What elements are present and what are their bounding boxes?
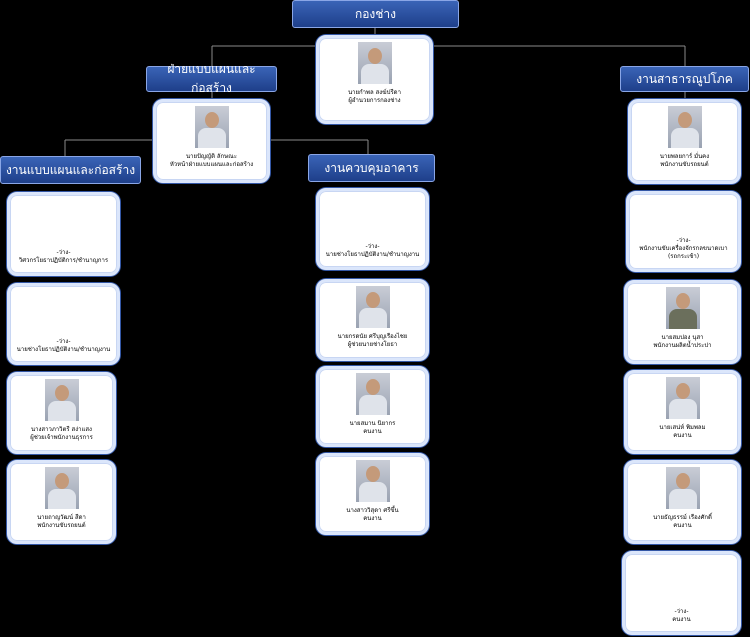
building-card-4-position: คนงาน bbox=[363, 515, 382, 522]
utility-card-2-position-line2: (รถกระเช้า) bbox=[667, 253, 700, 260]
utility-card-6-name: -ว่าง- bbox=[674, 608, 689, 615]
design-card-3: นางสาวภาวิตรี สง่าแสง ผู้ช่วยเจ้าพนักงาน… bbox=[7, 372, 116, 454]
left-head-name: นายปัญญัติ ลักษณะ bbox=[186, 153, 237, 160]
design-card-1: -ว่าง- วิศวกรโยธาปฏิบัติการ/ชำนาญการ bbox=[7, 192, 120, 276]
building-card-2-position: ผู้ช่วยนายช่างโยธา bbox=[347, 341, 398, 348]
utility-card-3: นายสมปอง นุสา พนักงานผลิตน้ำประปา bbox=[624, 280, 741, 364]
utility-card-3-photo bbox=[665, 287, 700, 329]
utility-card-4-position: คนงาน bbox=[673, 432, 692, 439]
utility-card-1: นายพลยการ์ มั่นคง พนักงานขับรถยนต์ bbox=[628, 99, 741, 184]
utility-card-4: นายเสน่ห์ พิมพลม คนงาน bbox=[624, 370, 741, 454]
design-card-3-name: นางสาวภาวิตรี สง่าแสง bbox=[31, 426, 92, 433]
utility-card-2: -ว่าง- พนักงานขับเครื่องจักรกลขนาดเบา (ร… bbox=[626, 191, 741, 272]
building-card-1-position: นายช่างโยธาปฏิบัติงาน/ชำนาญงาน bbox=[325, 251, 420, 258]
division-left-title: ฝ่ายแบบแผนและก่อสร้าง bbox=[146, 62, 277, 95]
director-photo bbox=[357, 42, 392, 84]
left-head-card: นายปัญญัติ ลักษณะ หัวหน้าฝ่ายแบบแผนและก่… bbox=[153, 99, 270, 183]
building-card-2-name: นายกรดนัย ศรีบุญเรืองไชย bbox=[337, 333, 408, 340]
building-card-3-photo bbox=[355, 373, 390, 415]
left-head-position: หัวหน้าฝ่ายแบบแผนและก่อสร้าง bbox=[169, 161, 254, 168]
building-card-4-photo bbox=[355, 460, 390, 502]
design-card-2-name: -ว่าง- bbox=[56, 338, 71, 345]
design-card-4: นายถาญวัฒน์ สีดา พนักงานขับรถยนต์ bbox=[7, 460, 116, 544]
utility-card-1-position: พนักงานขับรถยนต์ bbox=[660, 161, 709, 168]
utility-card-6-position: คนงาน bbox=[672, 616, 691, 623]
utility-card-4-photo bbox=[665, 377, 700, 419]
building-card-3-name: นายสมาน นิยากร bbox=[349, 420, 396, 427]
director-name: นายกำพล สงฆ์ปรีดา bbox=[348, 89, 401, 96]
utility-card-5-photo bbox=[665, 467, 700, 509]
utility-card-6: -ว่าง- คนงาน bbox=[622, 551, 741, 635]
building-card-2-photo bbox=[355, 286, 390, 328]
utility-card-5: นายธัญธรรม์ เรืองศักดิ์ คนงาน bbox=[624, 460, 741, 544]
section-design-title: งานแบบแผนและก่อสร้าง bbox=[0, 156, 141, 184]
director-position: ผู้อำนวยการกองช่าง bbox=[348, 97, 401, 104]
utility-card-2-name: -ว่าง- bbox=[676, 237, 691, 244]
building-card-1: -ว่าง- นายช่างโยธาปฏิบัติงาน/ชำนาญงาน bbox=[316, 188, 429, 270]
utility-card-3-position: พนักงานผลิตน้ำประปา bbox=[653, 342, 712, 349]
utility-card-5-position: คนงาน bbox=[673, 522, 692, 529]
utility-card-1-name: นายพลยการ์ มั่นคง bbox=[659, 153, 710, 160]
design-card-2-position: นายช่างโยธาปฏิบัติงาน/ชำนาญงาน bbox=[16, 346, 111, 353]
design-card-1-name: -ว่าง- bbox=[56, 249, 71, 256]
building-card-3: นายสมาน นิยากร คนงาน bbox=[316, 366, 429, 447]
utility-card-4-name: นายเสน่ห์ พิมพลม bbox=[659, 424, 706, 431]
design-card-2: -ว่าง- นายช่างโยธาปฏิบัติงาน/ชำนาญงาน bbox=[7, 283, 120, 365]
division-right-title: งานสาธารณูปโภค bbox=[620, 66, 749, 92]
page-title: กองช่าง bbox=[292, 0, 459, 28]
design-card-4-position: พนักงานขับรถยนต์ bbox=[37, 522, 86, 529]
building-card-3-position: คนงาน bbox=[363, 428, 382, 435]
design-card-4-name: นายถาญวัฒน์ สีดา bbox=[37, 514, 86, 521]
design-card-3-photo bbox=[44, 379, 79, 421]
design-card-3-position: ผู้ช่วยเจ้าพนักงานธุรการ bbox=[30, 434, 93, 441]
director-card: นายกำพล สงฆ์ปรีดา ผู้อำนวยการกองช่าง bbox=[316, 35, 433, 124]
building-card-1-name: -ว่าง- bbox=[365, 243, 380, 250]
utility-card-1-photo bbox=[667, 106, 702, 148]
utility-card-3-name: นายสมปอง นุสา bbox=[661, 334, 704, 341]
building-card-2: นายกรดนัย ศรีบุญเรืองไชย ผู้ช่วยนายช่างโ… bbox=[316, 279, 429, 361]
utility-card-5-name: นายธัญธรรม์ เรืองศักดิ์ bbox=[653, 514, 712, 521]
design-card-1-position: วิศวกรโยธาปฏิบัติการ/ชำนาญการ bbox=[18, 257, 109, 264]
section-building-title: งานควบคุมอาคาร bbox=[308, 154, 435, 182]
utility-card-2-position: พนักงานขับเครื่องจักรกลขนาดเบา bbox=[639, 245, 728, 252]
left-head-photo bbox=[194, 106, 229, 148]
design-card-4-photo bbox=[44, 467, 79, 509]
building-card-4-name: นางสาววิสุดา ศรีขึ้น bbox=[346, 507, 399, 514]
building-card-4: นางสาววิสุดา ศรีขึ้น คนงาน bbox=[316, 453, 429, 535]
